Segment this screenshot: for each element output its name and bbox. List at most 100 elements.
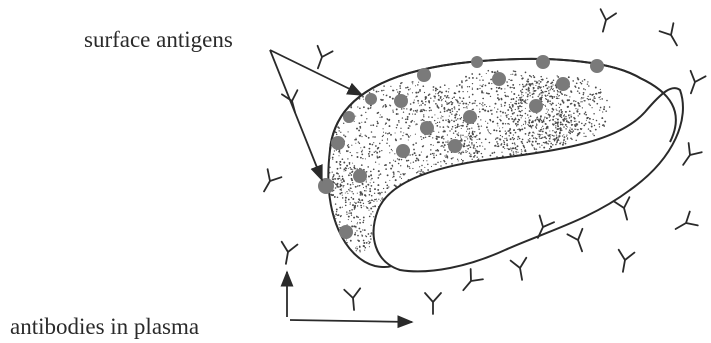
stipple-dot [535,119,536,120]
stipple-dot [340,179,341,180]
stipple-dot [595,87,597,89]
stipple-dot [464,143,466,145]
stipple-dot [352,182,353,183]
stipple-dot [437,118,438,119]
stipple-dot [487,123,488,124]
stipple-dot [350,202,351,203]
stipple-dot [530,76,531,77]
stipple-dot [490,79,492,81]
stipple-dot [441,105,442,106]
stipple-dot [405,121,407,123]
stipple-dot [529,122,531,124]
stipple-dot [334,241,335,242]
stipple-dot [379,164,380,165]
stipple-dot [352,198,354,200]
stipple-dot [528,117,529,118]
stipple-dot [497,146,498,147]
stipple-dot [592,99,594,101]
stipple-dot [474,131,475,132]
stipple-dot [327,129,328,130]
stipple-dot [467,108,468,109]
stipple-dot [376,199,377,200]
stipple-dot [332,194,333,195]
stipple-dot [319,223,321,225]
stipple-dot [423,145,424,146]
stipple-dot [530,95,531,96]
stipple-dot [546,133,547,134]
stipple-dot [472,94,474,96]
stipple-dot [408,89,410,91]
stipple-dot [332,177,333,178]
stipple-dot [521,92,522,93]
stipple-dot [321,228,322,229]
stipple-dot [415,85,416,86]
stipple-dot [533,75,534,76]
stipple-dot [319,209,320,210]
antibody-arrow-right [290,320,412,322]
stipple-dot [450,112,452,114]
stipple-dot [441,104,442,105]
stipple-dot [583,97,584,98]
stipple-dot [323,223,324,224]
stipple-dot [374,193,375,194]
stipple-dot [398,163,400,165]
antibody-icon [683,71,705,96]
red-blood-cell [315,59,683,271]
stipple-dot [512,98,514,100]
stipple-dot [540,115,542,117]
stipple-dot [369,246,370,247]
stipple-dot [557,94,558,95]
stipple-dot [426,155,428,157]
stipple-dot [506,139,508,141]
stipple-dot [527,142,529,144]
stipple-dot [553,135,555,137]
stipple-dot [525,92,526,93]
stipple-dot [321,225,322,226]
stipple-dot [321,232,323,234]
stipple-dot [353,225,355,227]
stipple-dot [425,97,427,99]
stipple-dot [547,135,548,136]
stipple-dot [523,124,524,125]
stipple-dot [448,97,450,99]
stipple-dot [362,158,363,159]
stipple-dot [524,100,526,102]
stipple-dot [446,154,447,155]
stipple-dot [362,96,364,98]
stipple-dot [422,85,424,87]
stipple-dot [389,145,390,146]
stipple-dot [568,115,569,116]
stipple-dot [581,128,582,129]
stipple-dot [410,121,412,123]
stipple-dot [370,179,371,180]
stipple-dot [321,148,322,149]
stipple-dot [371,185,373,187]
stipple-dot [502,146,504,148]
stipple-dot [532,125,534,127]
stipple-dot [381,198,382,199]
stipple-dot [354,165,356,167]
stipple-dot [547,81,549,83]
stipple-dot [368,153,370,155]
stipple-dot [510,108,512,110]
antigen-dot [420,121,434,135]
stipple-dot [379,192,381,194]
stipple-dot [511,118,513,120]
stipple-dot [373,182,374,183]
stipple-dot [543,120,545,122]
stipple-dot [589,118,591,120]
stipple-dot [519,138,521,140]
stipple-dot [474,144,475,145]
stipple-dot [504,144,506,146]
stipple-dot [366,136,368,138]
stipple-dot [372,136,374,138]
stipple-dot [504,92,505,93]
stipple-dot [491,83,492,84]
stipple-dot [521,151,522,152]
stipple-dot [543,142,544,143]
stipple-dot [574,105,575,106]
stipple-dot [333,190,334,191]
stipple-dot [582,107,583,108]
stipple-dot [346,214,347,215]
stipple-dot [350,152,351,153]
